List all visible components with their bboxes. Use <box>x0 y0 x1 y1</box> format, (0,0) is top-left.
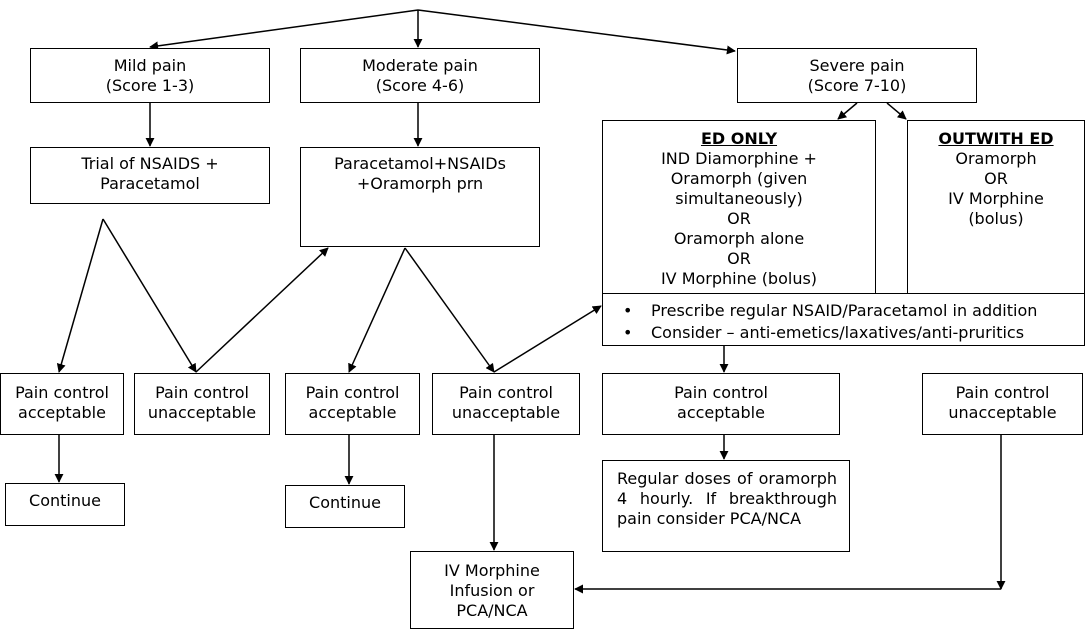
ed-only-line: Oramorph (given <box>670 169 808 188</box>
ed-only-line: IV Morphine (bolus) <box>660 269 818 288</box>
outcome-line-2: acceptable <box>677 403 765 422</box>
arrow-root-to-mild <box>149 9 419 51</box>
iv-morphine-line-2: Infusion or <box>449 581 535 600</box>
mild-pain-label: Mild pain <box>113 56 187 75</box>
moderate-pain-label: Moderate pain <box>362 56 478 75</box>
outcome-line-2: unacceptable <box>451 403 561 422</box>
continue-box-mild: Continue <box>5 483 125 526</box>
severe-pain-score: (Score 7-10) <box>807 76 907 95</box>
outcome-line-1: Pain control <box>155 383 249 402</box>
arrow-para-to-unacceptable <box>404 247 495 373</box>
arrow-para-to-acceptable <box>348 247 406 373</box>
prescribe-box: Prescribe regular NSAID/Paracetamol in a… <box>602 293 1085 346</box>
outcome-line-1: Pain control <box>955 383 1050 402</box>
prescribe-bullet: Consider – anti-emetics/laxatives/anti-p… <box>623 322 1084 344</box>
severe-pain-box: Severe pain (Score 7-10) <box>737 48 977 103</box>
outwith-ed-line: Oramorph <box>955 149 1037 168</box>
continue-label: Continue <box>309 493 381 512</box>
arrow-severe-to-outwith <box>886 102 907 120</box>
outwith-ed-line: OR <box>984 169 1008 188</box>
ed-only-line: Oramorph alone <box>673 229 805 248</box>
iv-morphine-box: IV Morphine Infusion or PCA/NCA <box>410 551 574 629</box>
prescribe-bullet: Prescribe regular NSAID/Paracetamol in a… <box>623 300 1084 322</box>
mild-pain-score: (Score 1-3) <box>105 76 195 95</box>
arrow-nsaid-to-acceptable <box>56 218 104 373</box>
ed-only-line: IND Diamorphine + <box>661 149 817 168</box>
severe-acceptable-box: Pain control acceptable <box>602 373 840 435</box>
iv-morphine-line-3: PCA/NCA <box>456 601 528 620</box>
mild-pain-box: Mild pain (Score 1-3) <box>30 48 270 103</box>
outcome-line-2: acceptable <box>18 403 106 422</box>
severe-pain-label: Severe pain <box>809 56 905 75</box>
outcome-line-1: Pain control <box>305 383 400 402</box>
outwith-ed-box: OUTWITH ED Oramorph OR IV Morphine (bolu… <box>907 120 1085 298</box>
outcome-line-1: Pain control <box>15 383 109 402</box>
iv-morphine-line-1: IV Morphine <box>444 561 540 580</box>
arrow-unacceptable-to-severe <box>493 305 602 373</box>
outwith-ed-line: IV Morphine <box>948 189 1044 208</box>
mild-acceptable-box: Pain control acceptable <box>0 373 124 435</box>
mild-treatment-box: Trial of NSAIDS + Paracetamol <box>30 147 270 204</box>
ed-only-line: OR <box>727 249 751 268</box>
mild-treatment-line-1: Trial of NSAIDS + <box>81 154 219 173</box>
outcome-line-1: Pain control <box>674 383 768 402</box>
moderate-treatment-box: Paracetamol+NSAIDs +Oramorph prn <box>300 147 540 247</box>
moderate-pain-box: Moderate pain (Score 4-6) <box>300 48 540 103</box>
ed-only-heading: ED ONLY <box>700 129 778 148</box>
arrow-unacceptable-to-moderate <box>195 247 329 373</box>
outcome-line-2: acceptable <box>308 403 397 422</box>
mild-treatment-line-2: Paracetamol <box>100 174 200 193</box>
moderate-treatment-line-2: +Oramorph prn <box>356 174 484 193</box>
arrow-severe-to-ed <box>837 102 858 120</box>
outwith-ed-heading: OUTWITH ED <box>938 129 1054 148</box>
ed-only-line: simultaneously) <box>675 189 803 208</box>
outcome-line-2: unacceptable <box>147 403 257 422</box>
outcome-line-1: Pain control <box>459 383 553 402</box>
moderate-acceptable-box: Pain control acceptable <box>285 373 420 435</box>
outwith-ed-line: (bolus) <box>968 209 1024 228</box>
mild-unacceptable-box: Pain control unacceptable <box>134 373 270 435</box>
ed-only-box: ED ONLY IND Diamorphine + Oramorph (give… <box>602 120 876 298</box>
regular-doses-text: Regular doses of oramorph 4 hourly. If b… <box>617 469 837 528</box>
continue-label: Continue <box>29 491 101 510</box>
continue-box-moderate: Continue <box>285 485 405 528</box>
moderate-unacceptable-box: Pain control unacceptable <box>432 373 580 435</box>
severe-unacceptable-box: Pain control unacceptable <box>922 373 1083 435</box>
ed-only-line: OR <box>727 209 751 228</box>
moderate-pain-score: (Score 4-6) <box>375 76 465 95</box>
regular-doses-box: Regular doses of oramorph 4 hourly. If b… <box>602 460 850 552</box>
arrow-nsaid-to-unacceptable <box>102 218 197 373</box>
arrow-root-to-severe <box>417 9 736 55</box>
moderate-treatment-line-1: Paracetamol+NSAIDs <box>334 154 506 173</box>
outcome-line-2: unacceptable <box>948 403 1057 422</box>
